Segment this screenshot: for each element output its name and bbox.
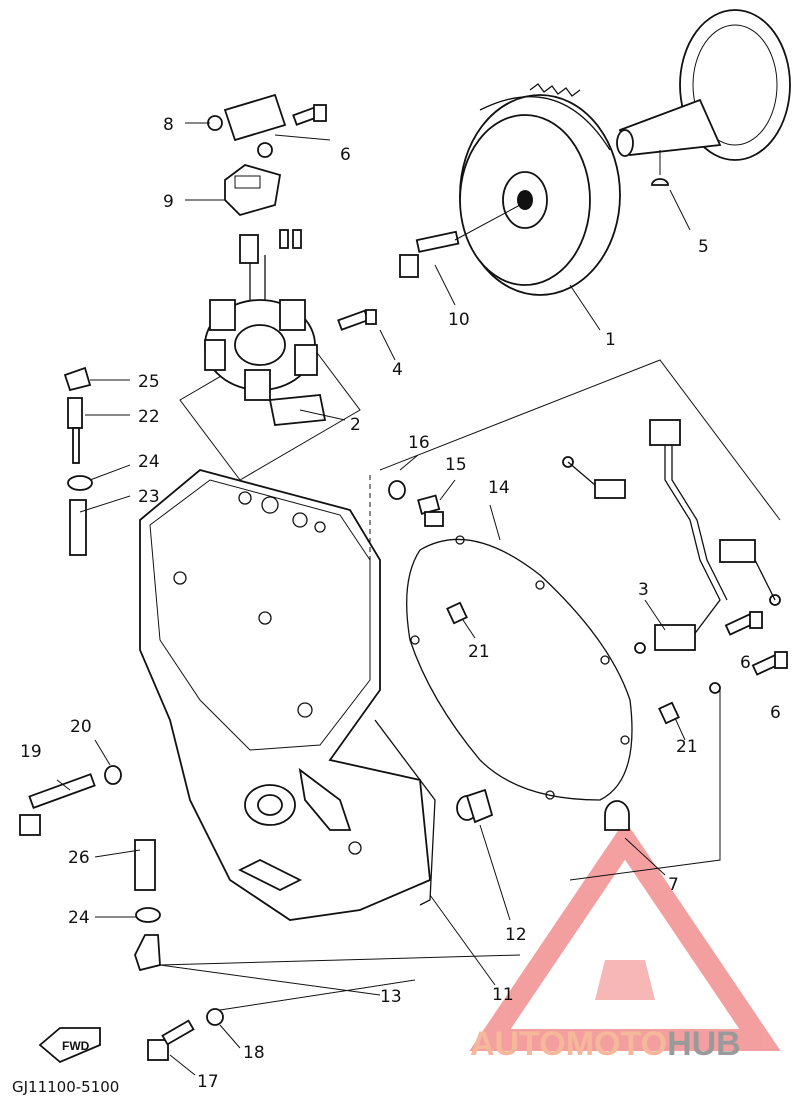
dowel-pin-21a-part <box>446 601 468 625</box>
fwd-arrow-icon: FWD <box>38 1027 101 1064</box>
callout-21-a: 21 <box>468 642 490 662</box>
rotor-cone-part <box>616 9 791 186</box>
breather-hose-part <box>63 499 156 891</box>
bolt-19-part <box>19 773 96 836</box>
callout-23: 23 <box>138 487 160 507</box>
bolt-15-part <box>417 494 444 527</box>
bolt-6-low-part <box>751 651 788 676</box>
watermark-part1: AUTOMOTO <box>470 1025 667 1063</box>
washer-18-part <box>206 1008 224 1026</box>
dowel-pin-21b-part <box>658 701 680 725</box>
callout-13: 13 <box>380 987 402 1007</box>
callout-24-bottom: 24 <box>68 908 90 928</box>
elbow-fitting-part <box>134 934 161 972</box>
gasket-14-part <box>406 535 633 801</box>
leader-lines <box>56 122 781 1076</box>
washer-16-part <box>388 480 406 500</box>
callout-5: 5 <box>698 237 709 257</box>
bushing-12-part <box>456 788 494 824</box>
callout-7: 7 <box>668 875 679 895</box>
callout-6-top: 6 <box>340 145 351 165</box>
callout-21-b: 21 <box>676 737 698 757</box>
cap-25-part <box>63 366 92 392</box>
automotohub-logo <box>469 820 781 1051</box>
callout-6-low: 6 <box>770 703 781 723</box>
fwd-label: FWD <box>62 1039 90 1053</box>
grommet-9-part <box>224 164 282 217</box>
callout-10: 10 <box>448 310 470 330</box>
washer-20-part <box>104 765 122 785</box>
pickup-coil-assembly-part <box>562 419 781 694</box>
callout-14: 14 <box>488 478 510 498</box>
callout-labels: 1 2 3 4 5 6 6 6 7 8 9 10 11 12 13 14 15 … <box>20 115 781 1092</box>
bolt-4-part <box>337 309 377 331</box>
callout-8: 8 <box>163 115 174 135</box>
callout-22: 22 <box>138 407 160 427</box>
callout-20: 20 <box>70 717 92 737</box>
callout-17: 17 <box>197 1072 219 1092</box>
bolt-17-part <box>147 1019 195 1061</box>
watermark-text: AUTOMOTOHUB <box>470 1025 741 1063</box>
watermark-part2: HUB <box>667 1025 741 1063</box>
bolt-6-mid-part <box>724 611 763 636</box>
callout-2: 2 <box>350 415 361 435</box>
callout-4: 4 <box>392 360 403 380</box>
callout-3: 3 <box>638 580 649 600</box>
callout-24-top: 24 <box>138 452 160 472</box>
fitting-22-part <box>67 397 83 464</box>
crankcase-cover-part <box>139 469 436 921</box>
callout-11: 11 <box>492 985 514 1005</box>
callout-15: 15 <box>445 455 467 475</box>
callout-1: 1 <box>605 330 616 350</box>
callout-9: 9 <box>163 192 174 212</box>
callout-18: 18 <box>243 1043 265 1063</box>
clip-7-part <box>604 800 630 831</box>
bolt-10-part <box>399 204 521 278</box>
bolt-6-top-part <box>292 104 327 126</box>
drawing-code: GJ11100-5100 <box>12 1078 119 1096</box>
hose-clamp-24-top-part <box>67 475 93 491</box>
hose-clamp-24-bottom-part <box>135 907 161 923</box>
callout-16: 16 <box>408 433 430 453</box>
callout-12: 12 <box>505 925 527 945</box>
stator-assembly-part <box>179 229 361 481</box>
callout-6-mid: 6 <box>740 653 751 673</box>
callout-19: 19 <box>20 742 42 762</box>
clamp-8-part <box>207 93 287 158</box>
flywheel-part <box>459 83 621 296</box>
callout-25: 25 <box>138 372 160 392</box>
callout-26: 26 <box>68 848 90 868</box>
